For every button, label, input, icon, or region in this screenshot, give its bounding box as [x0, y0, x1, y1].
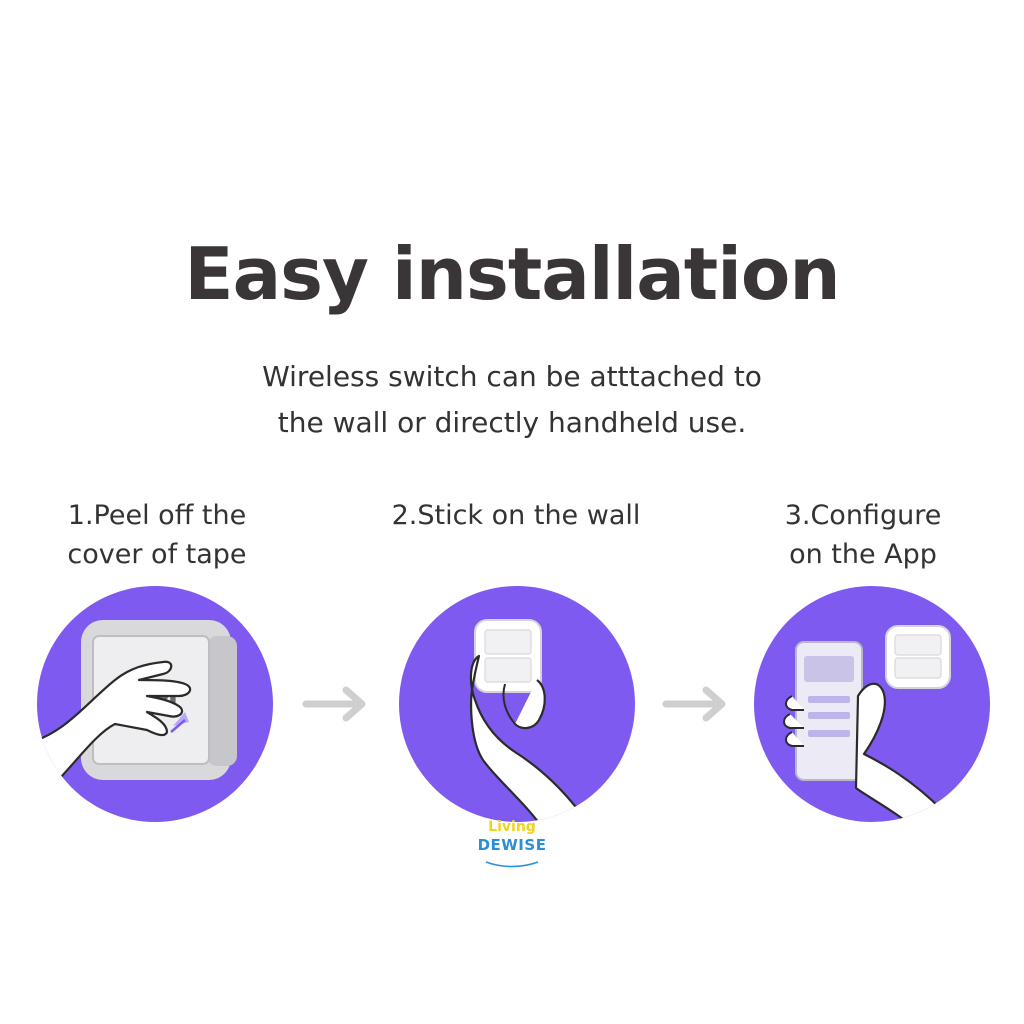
page-title: Easy installation: [184, 232, 840, 316]
phone-app-hand-icon: [754, 586, 990, 822]
step-3-label: 3.Configure on the App: [784, 500, 942, 570]
page-subtitle: Wireless switch can be atttached to the …: [0, 354, 1024, 446]
step-1-label: 1.Peel off the cover of tape: [67, 500, 247, 570]
subtitle-line-2: the wall or directly handheld use.: [277, 406, 747, 439]
arrow-right-icon: [302, 686, 366, 722]
arrow-right-icon: [662, 686, 726, 722]
brand-watermark: Living DEWISE: [472, 818, 552, 873]
stick-switch-hand-icon: [399, 586, 635, 822]
brand-swoosh-icon: [485, 861, 539, 868]
peel-tape-hand-icon: 3M: [37, 586, 273, 822]
subtitle-line-1: Wireless switch can be atttached to: [262, 360, 762, 393]
step-2-label: 2.Stick on the wall: [391, 500, 641, 531]
brand-line-2: DEWISE: [477, 836, 547, 854]
brand-line-1: Living: [488, 819, 536, 835]
